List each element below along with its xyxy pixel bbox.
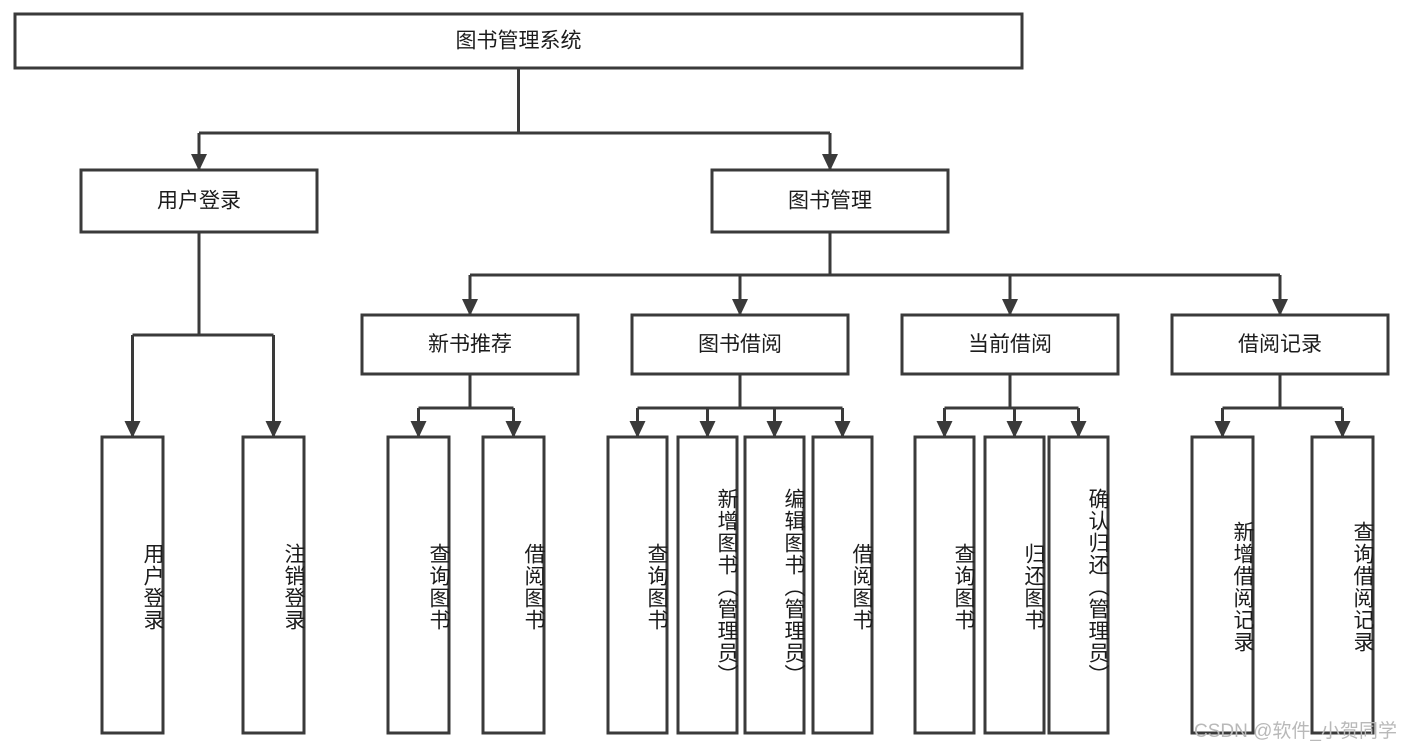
node-leaf-borrow-do[interactable] <box>811 435 874 735</box>
node-label-current-borrow: 当前借阅 <box>968 333 1052 356</box>
node-leaf-user-logout[interactable] <box>241 435 306 735</box>
node-leaf-current-confirm[interactable] <box>1047 435 1110 735</box>
arrow-head-icon-user-login <box>191 154 207 171</box>
node-leaf-rec-query[interactable] <box>386 435 451 735</box>
edges-layer <box>124 68 1351 438</box>
node-leaf-borrow-edit[interactable] <box>743 435 806 735</box>
arrow-head-icon-leaf-record-query <box>1334 421 1351 438</box>
arrow-head-icon-book-borrow <box>732 299 748 316</box>
arrow-head-icon-leaf-borrow-query <box>629 421 646 438</box>
node-label-new-book-rec: 新书推荐 <box>428 333 512 356</box>
arrow-head-icon-leaf-rec-borrow <box>505 421 522 438</box>
node-leaf-borrow-add[interactable] <box>676 435 739 735</box>
node-label-book-manage: 图书管理 <box>788 190 872 213</box>
arrow-head-icon-leaf-current-confirm <box>1070 421 1087 438</box>
node-root[interactable] <box>13 12 1024 70</box>
node-leaf-borrow-query[interactable] <box>606 435 669 735</box>
node-label-book-borrow: 图书借阅 <box>698 333 782 356</box>
arrow-head-icon-leaf-current-query <box>936 421 953 438</box>
node-leaf-current-return[interactable] <box>983 435 1046 735</box>
arrow-head-icon-leaf-user-logout <box>265 421 282 438</box>
node-label-root: 图书管理系统 <box>456 30 582 53</box>
arrow-head-icon-current-borrow <box>1002 299 1018 316</box>
watermark-text: CSDN @软件_小贺同学 <box>1194 721 1397 742</box>
node-user-login[interactable] <box>79 168 319 234</box>
node-label-user-login: 用户登录 <box>157 190 241 213</box>
node-book-borrow[interactable] <box>630 313 850 376</box>
arrow-head-icon-leaf-rec-query <box>410 421 427 438</box>
node-leaf-user-login[interactable] <box>100 435 165 735</box>
arrow-head-icon-borrow-record <box>1272 299 1288 316</box>
arrow-head-icon-book-manage <box>822 154 838 171</box>
node-label-borrow-record: 借阅记录 <box>1238 333 1322 356</box>
node-leaf-current-query[interactable] <box>913 435 976 735</box>
node-new-book-rec[interactable] <box>360 313 580 376</box>
node-leaf-record-add[interactable] <box>1190 435 1255 735</box>
arrow-head-icon-leaf-borrow-do <box>834 421 851 438</box>
nodes-layer <box>13 12 1390 735</box>
arrow-head-icon-leaf-record-add <box>1214 421 1231 438</box>
arrow-head-icon-leaf-current-return <box>1006 421 1023 438</box>
node-borrow-record[interactable] <box>1170 313 1390 376</box>
arrow-head-icon-leaf-borrow-edit <box>766 421 783 438</box>
node-leaf-rec-borrow[interactable] <box>481 435 546 735</box>
node-current-borrow[interactable] <box>900 313 1120 376</box>
node-book-manage[interactable] <box>710 168 950 234</box>
arrow-head-icon-leaf-user-login <box>124 421 141 438</box>
node-leaf-record-query[interactable] <box>1310 435 1375 735</box>
arrow-head-icon-leaf-borrow-add <box>699 421 716 438</box>
arrow-head-icon-new-book-rec <box>462 299 478 316</box>
